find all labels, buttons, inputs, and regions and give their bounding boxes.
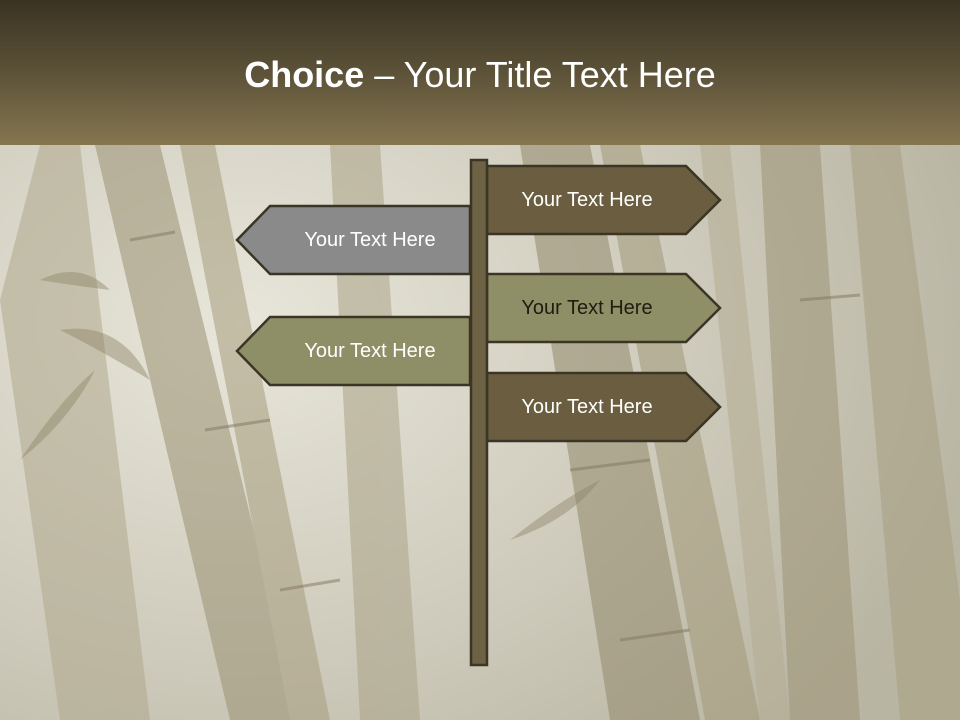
sign-label-1: Your Text Here xyxy=(521,189,653,211)
title-bar: Choice – Your Title Text Here xyxy=(0,0,960,145)
sign-label-2: Your Text Here xyxy=(304,229,436,251)
signpost-pole xyxy=(469,158,489,667)
title-rest: – Your Title Text Here xyxy=(364,54,716,95)
sign-label-4: Your Text Here xyxy=(304,340,436,362)
sign-label-5: Your Text Here xyxy=(521,396,653,418)
title-bold-word: Choice xyxy=(244,54,365,95)
slide-title: Choice – Your Title Text Here xyxy=(0,52,960,98)
sign-label-3: Your Text Here xyxy=(521,297,653,319)
